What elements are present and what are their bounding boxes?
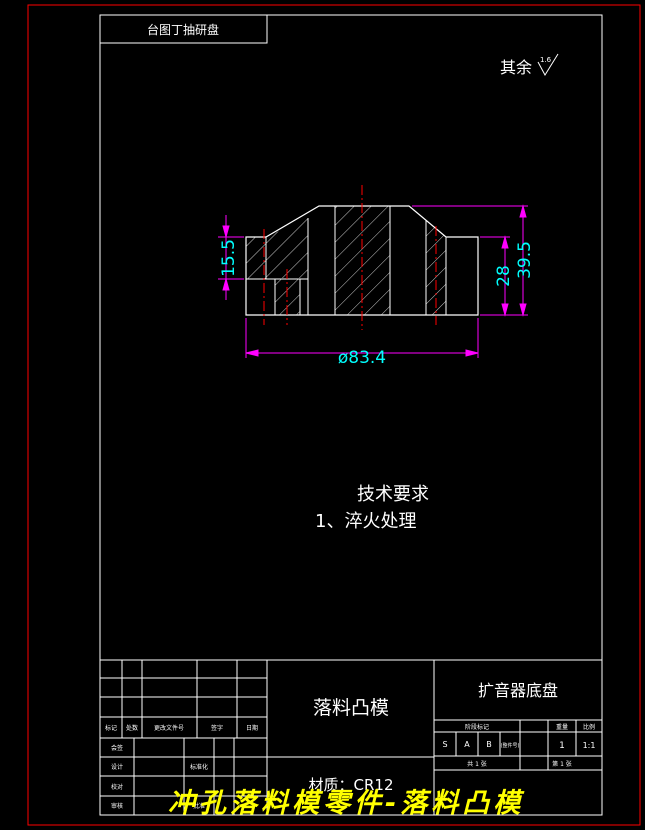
sign-labels: 会签 设计 标准化 校对 审核 批准 — [111, 744, 208, 810]
sign-label-standard: 标准化 — [190, 763, 208, 771]
top-stamp-text: 台图丁抽研盘 — [147, 22, 219, 37]
dim-right-outer-text: 39.5 — [515, 241, 535, 279]
stage-mark-b: B — [486, 740, 492, 749]
scale-header: 比例 — [583, 723, 595, 731]
sign-label-countersign: 会签 — [111, 744, 123, 752]
dim-right-outer-arrow-top — [519, 204, 527, 218]
weight-header: 重量 — [556, 723, 568, 731]
sign-label-design: 设计 — [111, 763, 123, 771]
dimension-lines — [218, 204, 528, 358]
stage-mark-s: S — [442, 740, 447, 749]
surface-value: 1.6 — [540, 56, 552, 64]
assembly-name: 扩音器底盘 — [478, 681, 558, 700]
centerlines — [263, 185, 437, 330]
sign-label-approve: 批准 — [193, 802, 205, 810]
stage-mark-a: A — [464, 740, 470, 749]
roughness-symbol — [537, 53, 559, 76]
rev-header-mark: 标记 — [105, 724, 117, 732]
stage-header: 阶段标记 — [465, 723, 489, 731]
dim-right-outer-arrow-bottom — [519, 303, 527, 317]
rev-header-date: 日期 — [246, 724, 258, 732]
dim-diameter-arrow-left — [245, 349, 259, 357]
dim-diameter-arrow-right — [465, 349, 479, 357]
part-name: 落料凸模 — [313, 697, 389, 719]
title-block — [100, 659, 602, 815]
dim-right-inner-text: 28 — [494, 265, 514, 287]
dim-left-arrow-top — [222, 225, 230, 239]
weight-value: 1 — [559, 741, 565, 751]
stage-block: 阶段标记 重量 比例 S A B (整件号) 1 1:1 共 1 张 第 1 张 — [442, 723, 595, 768]
surface-note: 其余 — [500, 58, 532, 77]
scale-value: 1:1 — [583, 741, 596, 750]
dim-left-arrow-bottom — [222, 277, 230, 291]
outer-frame — [27, 4, 641, 826]
dim-diameter-text: ø83.4 — [338, 348, 386, 368]
tech-item: 1、淬火处理 — [315, 511, 416, 532]
rev-header-count: 处数 — [126, 724, 138, 732]
left-flange-hatch — [246, 218, 308, 279]
material: 材质：CR12 — [309, 776, 394, 794]
sign-label-check: 校对 — [111, 783, 123, 791]
sheet-total: 共 1 张 — [467, 760, 487, 768]
rev-header-file: 更改文件号 — [154, 724, 184, 732]
sheet-num: 第 1 张 — [552, 760, 572, 768]
inner-frame — [99, 14, 603, 816]
dim-right-inner-arrow-top — [501, 235, 509, 249]
stage-mark-part: (整件号) — [501, 742, 520, 749]
watermark: 冲孔落料模零件-落料凸模 — [168, 788, 525, 819]
sign-label-review: 审核 — [111, 802, 123, 810]
rev-header-sign: 签字 — [211, 724, 223, 732]
dim-right-inner-arrow-bottom — [501, 303, 509, 317]
top-stamp-box — [99, 14, 268, 44]
rev-headers: 标记 处数 更改文件号 签字 日期 — [105, 724, 258, 732]
dim-left-text: 15.5 — [219, 239, 239, 277]
tech-title: 技术要求 — [357, 484, 429, 505]
